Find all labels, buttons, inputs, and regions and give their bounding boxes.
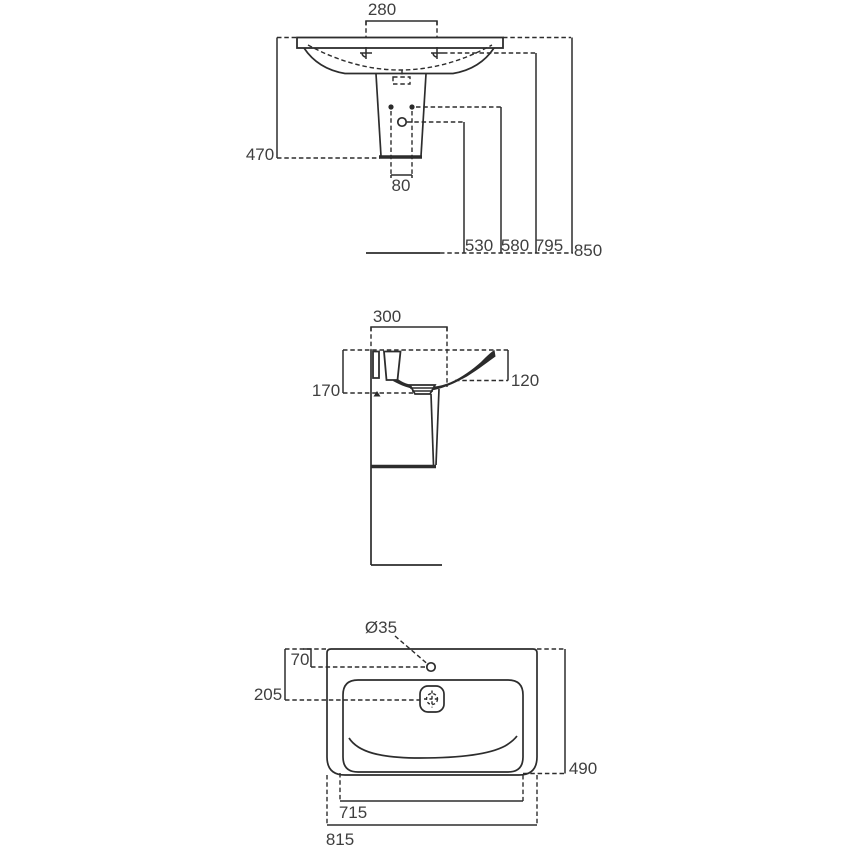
drain-flange-section <box>408 384 437 395</box>
dim-label-80: 80 <box>392 176 411 195</box>
fixing-hole-symbol-right <box>431 47 443 59</box>
tap-platform-section <box>383 350 402 381</box>
fixing-hole-symbol-left <box>360 47 372 59</box>
dim-280-line <box>365 20 438 25</box>
dim-70-bracket <box>303 648 312 667</box>
pedestal-right-edge <box>420 73 427 157</box>
dim-label-795: 795 <box>535 236 563 255</box>
dim-label-120: 120 <box>511 371 539 390</box>
drain-flange-lines <box>410 387 435 392</box>
dim-80-line <box>390 174 413 178</box>
dim-label-205: 205 <box>254 685 282 704</box>
pedestal-front-edge <box>435 388 440 466</box>
dim-label-715: 715 <box>339 803 367 822</box>
dim-label-490: 490 <box>569 759 597 778</box>
bowl-outline <box>303 47 495 75</box>
backsplash-section <box>372 350 380 379</box>
bowl-bottom-contour <box>348 735 518 759</box>
dim-label-470: 470 <box>246 145 274 164</box>
dim-label-850: 850 <box>574 241 602 260</box>
bowl-plan-outline <box>342 679 524 773</box>
drain-plan-crosshair <box>424 690 440 708</box>
bowl-section <box>393 350 496 391</box>
dim-label-d35: Ø35 <box>365 618 397 637</box>
dim-label-70: 70 <box>291 650 310 669</box>
dim-label-300: 300 <box>373 307 401 326</box>
dim-label-815: 815 <box>326 830 354 849</box>
tap-hole <box>425 661 437 673</box>
drain-plan-outline <box>419 685 445 713</box>
pedestal-left-edge <box>375 73 382 157</box>
front-view: 280 80 4 <box>246 0 602 260</box>
trap-hole-right <box>409 104 415 110</box>
dim-label-170: 170 <box>312 381 340 400</box>
dim-label-280: 280 <box>368 0 396 19</box>
dim-label-580: 580 <box>501 236 529 255</box>
drain-pipe-line <box>430 393 435 466</box>
trap-hole-left <box>388 104 394 110</box>
dim-300-line <box>370 326 448 331</box>
bowl-inner-dashed-edge <box>307 44 493 71</box>
side-view: 300 170 120 <box>312 307 539 566</box>
dim-label-530: 530 <box>465 236 493 255</box>
basin-outer-outline <box>326 648 538 776</box>
overflow-dashed-box <box>392 76 411 85</box>
drain-outlet-hole <box>396 116 408 128</box>
dim-170-arrow <box>373 391 381 397</box>
plan-view: Ø35 70 205 490 715 815 <box>254 618 597 849</box>
basin-rim <box>296 36 504 49</box>
